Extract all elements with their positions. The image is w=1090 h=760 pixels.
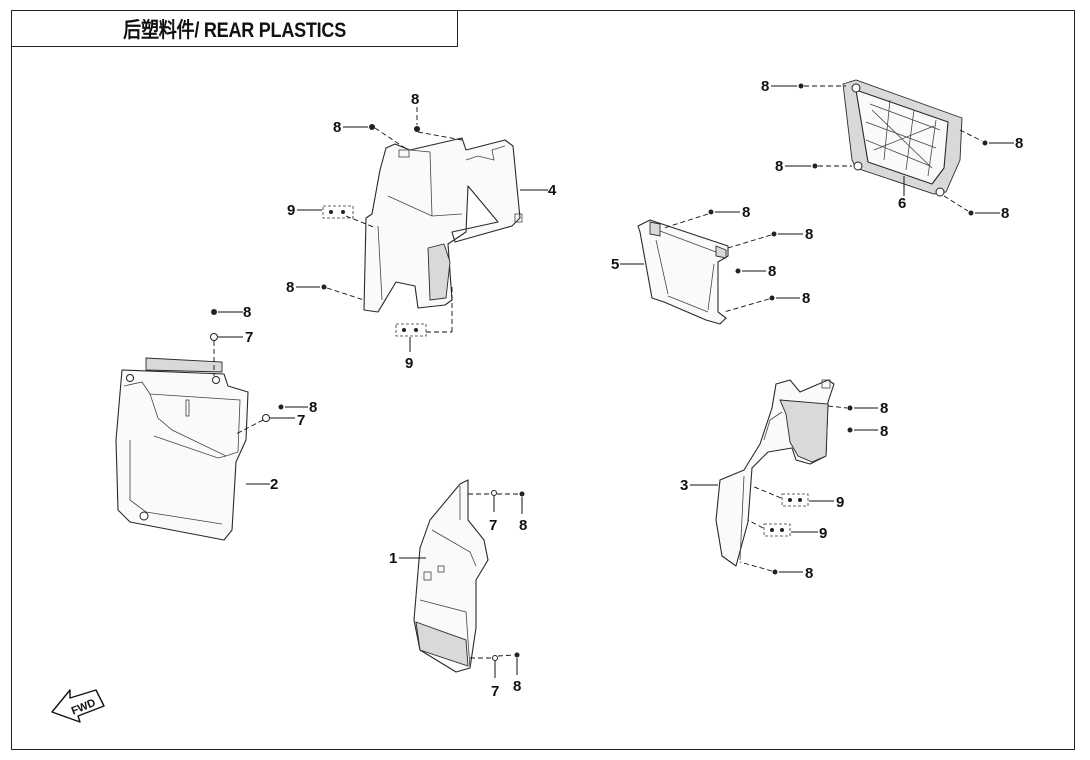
callout-9-p3-upper: 9 bbox=[836, 494, 844, 511]
part-1-panel bbox=[413, 479, 489, 673]
callout-7-p2-right: 7 bbox=[297, 412, 305, 429]
callout-8-p1-bottom: 8 bbox=[513, 678, 521, 695]
callout-7-p2-top: 7 bbox=[245, 329, 253, 346]
callout-6: 6 bbox=[898, 195, 906, 212]
callout-8-p6-left: 8 bbox=[775, 158, 783, 175]
callout-7-p1-bottom: 7 bbox=[491, 683, 499, 700]
callout-8-p2-top: 8 bbox=[243, 304, 251, 321]
callout-8-p6-topleft: 8 bbox=[761, 78, 769, 95]
callout-4: 4 bbox=[548, 182, 557, 199]
callout-8-left-upper: 8 bbox=[333, 119, 341, 136]
callout-8-p3-second: 8 bbox=[880, 423, 888, 440]
drawing-frame bbox=[11, 10, 1075, 750]
title-block: 后塑料件/ REAR PLASTICS bbox=[11, 10, 458, 47]
callout-8-p1-top: 8 bbox=[519, 517, 527, 534]
part-3-panel bbox=[715, 379, 835, 567]
part-5-bracket bbox=[637, 219, 729, 325]
callout-1: 1 bbox=[389, 550, 397, 567]
part-2-fender bbox=[115, 357, 249, 541]
callout-8-p6-bottom: 8 bbox=[1001, 205, 1009, 222]
callout-8-top: 8 bbox=[411, 91, 419, 108]
callout-8-left-lower: 8 bbox=[286, 279, 294, 296]
callout-8-p3-top: 8 bbox=[880, 400, 888, 417]
fwd-arrow-icon: FWD bbox=[51, 689, 105, 723]
callout-5: 5 bbox=[611, 256, 619, 273]
callout-8-p6-right: 8 bbox=[1015, 135, 1023, 152]
part-6-grille bbox=[842, 79, 963, 197]
callout-3: 3 bbox=[680, 477, 688, 494]
callout-8-p5-bottom: 8 bbox=[802, 290, 810, 307]
callout-9-part4-left: 9 bbox=[287, 202, 295, 219]
callout-9-p3-lower: 9 bbox=[819, 525, 827, 542]
callout-2: 2 bbox=[270, 476, 278, 493]
callout-8-p2-right: 8 bbox=[309, 399, 317, 416]
callout-8-p3-bottom: 8 bbox=[805, 565, 813, 582]
callout-7-p1-top: 7 bbox=[489, 517, 497, 534]
part-4-panel bbox=[363, 137, 523, 313]
callout-8-p5-top: 8 bbox=[742, 204, 750, 221]
callout-9-part4-bottom: 9 bbox=[405, 355, 413, 372]
diagram-title: 后塑料件/ REAR PLASTICS bbox=[123, 18, 346, 42]
callout-8-p5-middle: 8 bbox=[768, 263, 776, 280]
callout-8-p5-second: 8 bbox=[805, 226, 813, 243]
